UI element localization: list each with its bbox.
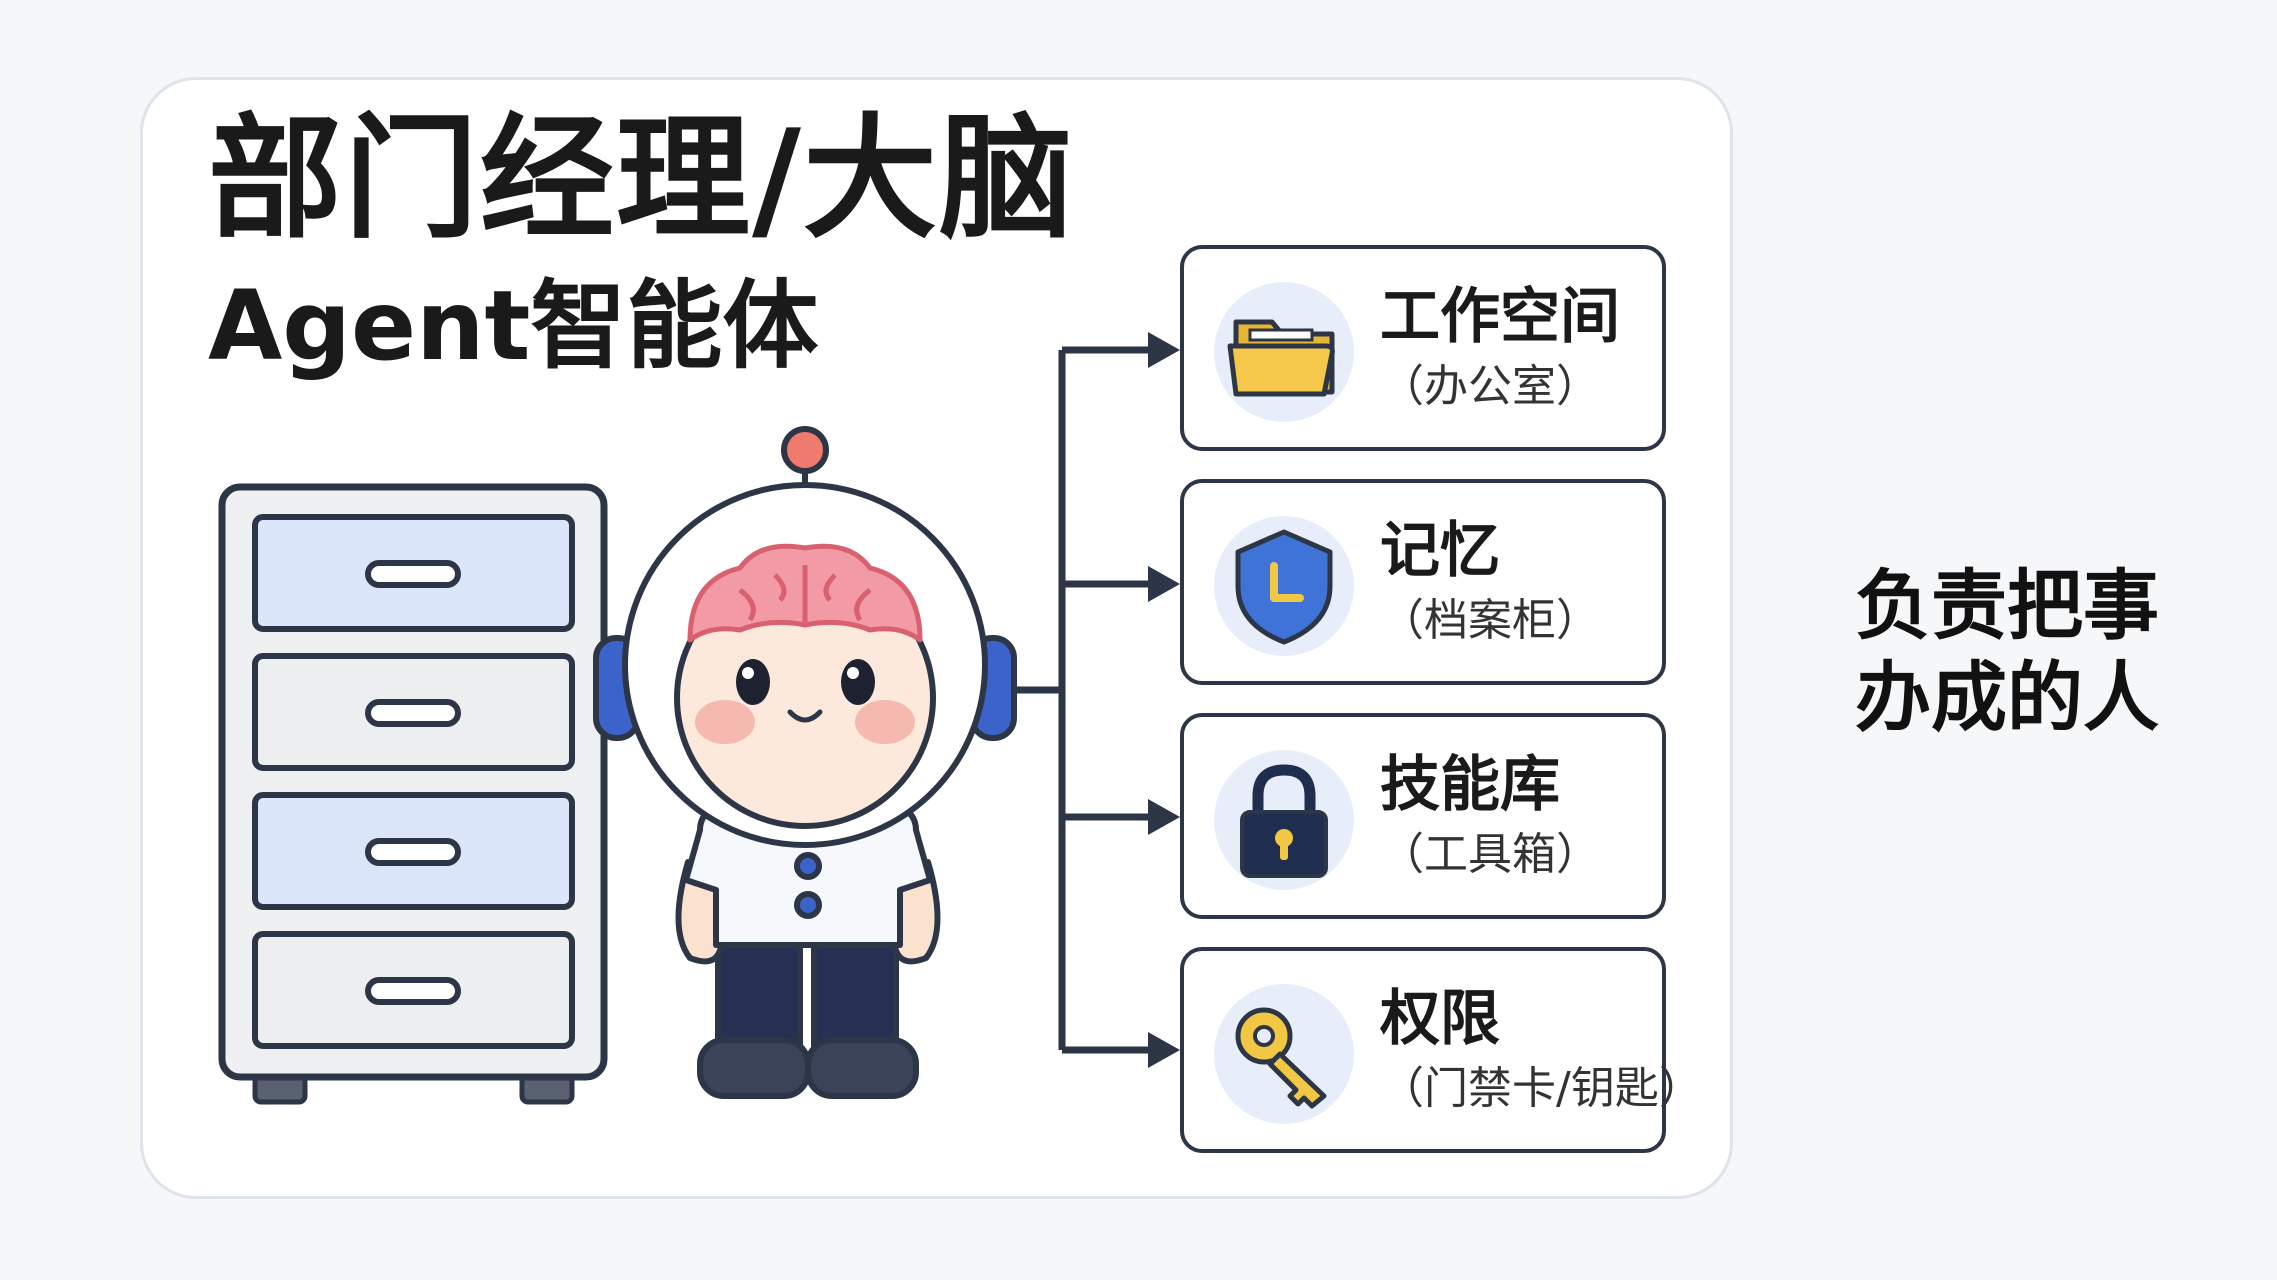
arrow-heads (1148, 332, 1180, 1068)
folder-icon (1214, 282, 1354, 422)
connector-lines (1012, 350, 1150, 1050)
drawer (255, 656, 572, 768)
component-sublabel: （门禁卡/钥匙） (1380, 1067, 1703, 1111)
component-box-skills: 技能库 （工具箱） (1180, 713, 1666, 919)
filing-cabinet (222, 487, 604, 1102)
component-label: 权限 (1380, 989, 1500, 1049)
component-label: 技能库 (1380, 755, 1560, 815)
shield-clock-icon (1214, 516, 1354, 656)
drawer (255, 934, 572, 1046)
tagline-line-1: 负责把事 (1855, 560, 2159, 652)
component-box-permissions: 权限 （门禁卡/钥匙） (1180, 947, 1666, 1153)
component-sublabel: （工具箱） (1380, 833, 1600, 877)
icon-badge (1214, 516, 1354, 656)
icon-badge (1214, 282, 1354, 422)
component-sublabel: （档案柜） (1380, 599, 1600, 643)
component-sublabel: （办公室） (1380, 365, 1600, 409)
key-icon (1214, 984, 1354, 1124)
tagline-line-2: 办成的人 (1855, 652, 2159, 744)
lock-icon (1214, 750, 1354, 890)
drawer (255, 795, 572, 907)
component-label: 工作空间 (1380, 287, 1620, 347)
robot-agent (596, 429, 1014, 1096)
component-box-memory: 记忆 （档案柜） (1180, 479, 1666, 685)
icon-badge (1214, 984, 1354, 1124)
tagline: 负责把事 办成的人 (1855, 560, 2159, 744)
icon-badge (1214, 750, 1354, 890)
component-box-workspace: 工作空间 （办公室） (1180, 245, 1666, 451)
component-label: 记忆 (1380, 521, 1500, 581)
drawer (255, 517, 572, 629)
